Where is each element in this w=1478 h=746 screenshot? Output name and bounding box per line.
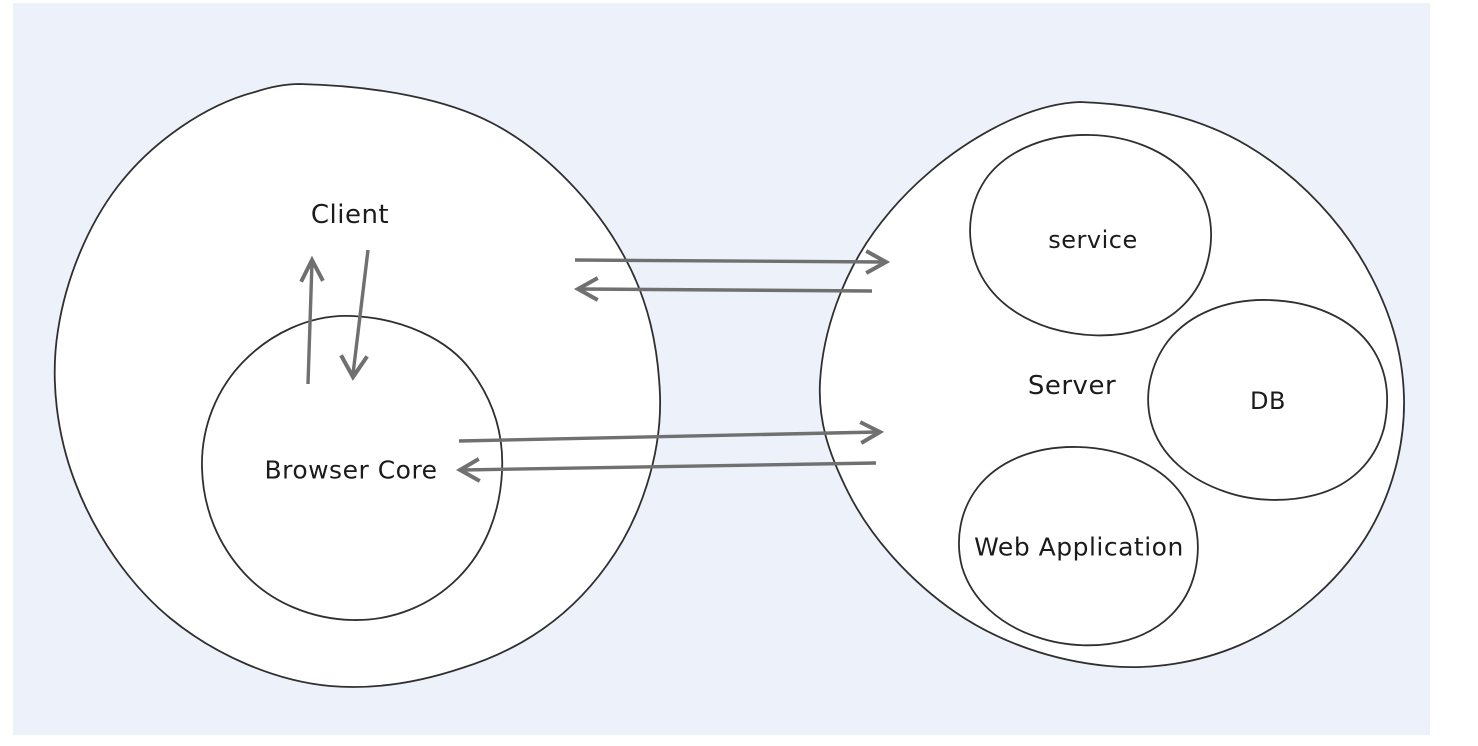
arrow-server-to-client-response[interactable] — [573, 276, 873, 302]
db-circle-shape[interactable] — [1147, 299, 1388, 501]
server-label[interactable]: Server — [1027, 371, 1117, 401]
arrow-server-to-browser-core-response[interactable] — [455, 457, 877, 483]
arrow-browser-core-to-server-request[interactable] — [458, 420, 885, 445]
arrow-client-to-browser-core[interactable] — [339, 249, 370, 381]
web-application-label[interactable]: Web Application — [974, 532, 1184, 562]
db-label[interactable]: DB — [1250, 387, 1286, 415]
service-circle-shape[interactable] — [969, 134, 1213, 337]
browser-core-circle-shape[interactable] — [201, 315, 504, 621]
web-application-circle-shape[interactable] — [958, 446, 1199, 647]
arrow-browser-core-to-client[interactable] — [299, 255, 325, 385]
client-label[interactable]: Client — [310, 200, 390, 230]
arrow-client-to-server-request[interactable] — [574, 249, 891, 275]
service-label[interactable]: service — [1048, 226, 1138, 254]
browser-core-label[interactable]: Browser Core — [264, 455, 438, 485]
